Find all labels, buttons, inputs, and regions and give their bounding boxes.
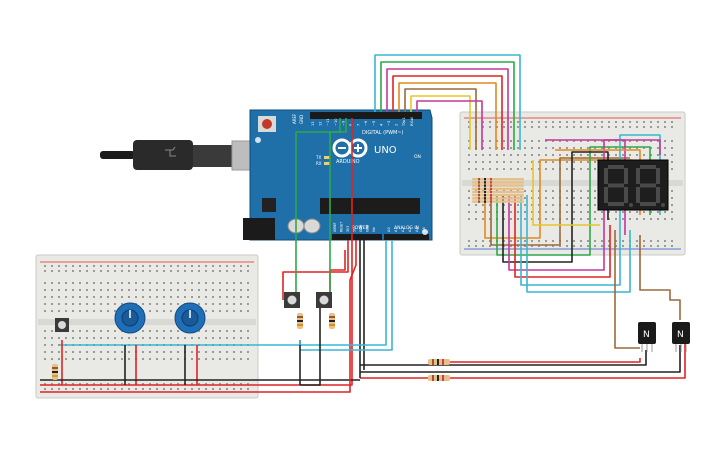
digital-pin-label: ~11 [326, 118, 330, 126]
transistor-right[interactable]: N [672, 322, 690, 352]
analog-pin-label: A4 [415, 227, 419, 232]
potentiometer-1[interactable] [114, 302, 146, 334]
segment [604, 187, 608, 203]
transistor-left[interactable]: N [638, 322, 656, 352]
segment [604, 168, 608, 184]
power-pin-label: 3V3 [346, 226, 350, 232]
digital-pin-label: TX▸1 [402, 117, 406, 127]
analog-pin-label: A0 [387, 227, 391, 232]
wire-red-d10[interactable] [392, 75, 503, 150]
power-header[interactable] [332, 234, 382, 240]
capacitor [303, 218, 321, 234]
transistor-right-label: N [677, 330, 684, 340]
analog-label: ANALOG IN [394, 225, 419, 231]
decimal-point [629, 203, 633, 207]
segment [656, 187, 660, 203]
digital-pin-label: ~3 [387, 121, 391, 126]
digital-pin-label: ~6 [364, 120, 368, 126]
segment [640, 202, 656, 206]
digital-pin-label: 12 [319, 121, 323, 126]
segment [636, 168, 640, 184]
digital-pin-label: RX◂0 [410, 116, 414, 126]
resistor-button-1 [297, 313, 303, 329]
segment [608, 202, 624, 206]
pushbutton-left[interactable] [55, 318, 69, 332]
digital-pin-label: 13 [311, 121, 315, 126]
atmega-chip [320, 198, 420, 214]
power-pin-label: IOREF [333, 222, 337, 232]
segment [640, 183, 656, 188]
resistor-left [52, 364, 58, 380]
arduino-brand-label: ARDUINO [336, 159, 360, 165]
resistor-bottom-1 [428, 359, 450, 365]
resistor-button-2 [329, 313, 335, 329]
usb-icon [165, 146, 176, 157]
power-label: POWER [352, 225, 369, 231]
usb-cable [100, 140, 261, 171]
pushbutton-2[interactable] [316, 292, 332, 308]
digital-header[interactable] [310, 112, 422, 119]
power-pin-label: RESET [340, 222, 344, 232]
power-pin-label: GND [366, 224, 370, 232]
analog-header[interactable] [384, 234, 429, 240]
digital-pin-label: 2 [395, 124, 399, 126]
digital-pin-label: 8 [349, 123, 353, 126]
analog-pin-label: A1 [394, 227, 398, 232]
wire-yellow-d7[interactable] [410, 95, 471, 150]
rx-label: RX [316, 161, 322, 166]
wire-magenta-d6[interactable] [416, 100, 483, 150]
wire-orange-d9[interactable] [398, 82, 497, 150]
power-pin-label: GND [359, 224, 363, 232]
decimal-point [661, 203, 665, 207]
segment [608, 165, 624, 169]
tx-label: TX [315, 155, 321, 160]
digital-pin-label: ~10 [334, 118, 338, 126]
segment [608, 183, 624, 188]
power-pin-label: Vin [372, 227, 376, 232]
arduino-logo [332, 138, 368, 158]
digital-pin-label: 4 [379, 123, 383, 126]
breadboard-left-holes [44, 265, 249, 390]
wire-brown-d8[interactable] [404, 88, 477, 150]
segment [636, 187, 640, 203]
arduino-uno-board[interactable]: UNO ARDUINO DIGITAL (PWM~) ANALOG IN POW… [243, 109, 433, 241]
digital-pin-label: 7 [357, 124, 361, 126]
wire-green-d12[interactable] [380, 61, 515, 150]
analog-pin-label: A2 [401, 227, 405, 232]
segment [640, 165, 656, 169]
wire-magenta-d11[interactable] [386, 68, 509, 150]
digital-pin-label: ~5 [372, 121, 376, 126]
uno-label: UNO [374, 145, 397, 156]
power-pin-label: 5V [353, 227, 357, 232]
segment [624, 168, 628, 184]
segment [624, 187, 628, 203]
on-label: ON [414, 154, 421, 160]
digital-label: DIGITAL (PWM~) [362, 130, 404, 136]
regulator [262, 198, 276, 212]
gnd-label: GND [299, 115, 304, 124]
aref-label: AREF [292, 113, 297, 124]
digital-pin-label: ~9 [341, 120, 345, 126]
digit-left [604, 165, 633, 207]
seven-segment-display[interactable] [597, 159, 669, 211]
reset-button[interactable] [262, 119, 272, 129]
transistor-left-label: N [643, 330, 650, 340]
wires [40, 54, 686, 393]
segment [656, 168, 660, 184]
breadboard-left[interactable] [35, 254, 259, 399]
analog-pin-label: A3 [408, 227, 412, 232]
wire-cyan-d13[interactable] [374, 54, 521, 150]
potentiometer-2[interactable] [174, 302, 206, 334]
digit-right [636, 165, 665, 207]
power-jack [243, 218, 275, 240]
resistor-array [472, 178, 524, 203]
resistor-bottom-2 [428, 375, 450, 381]
pushbutton-1[interactable] [284, 292, 300, 308]
